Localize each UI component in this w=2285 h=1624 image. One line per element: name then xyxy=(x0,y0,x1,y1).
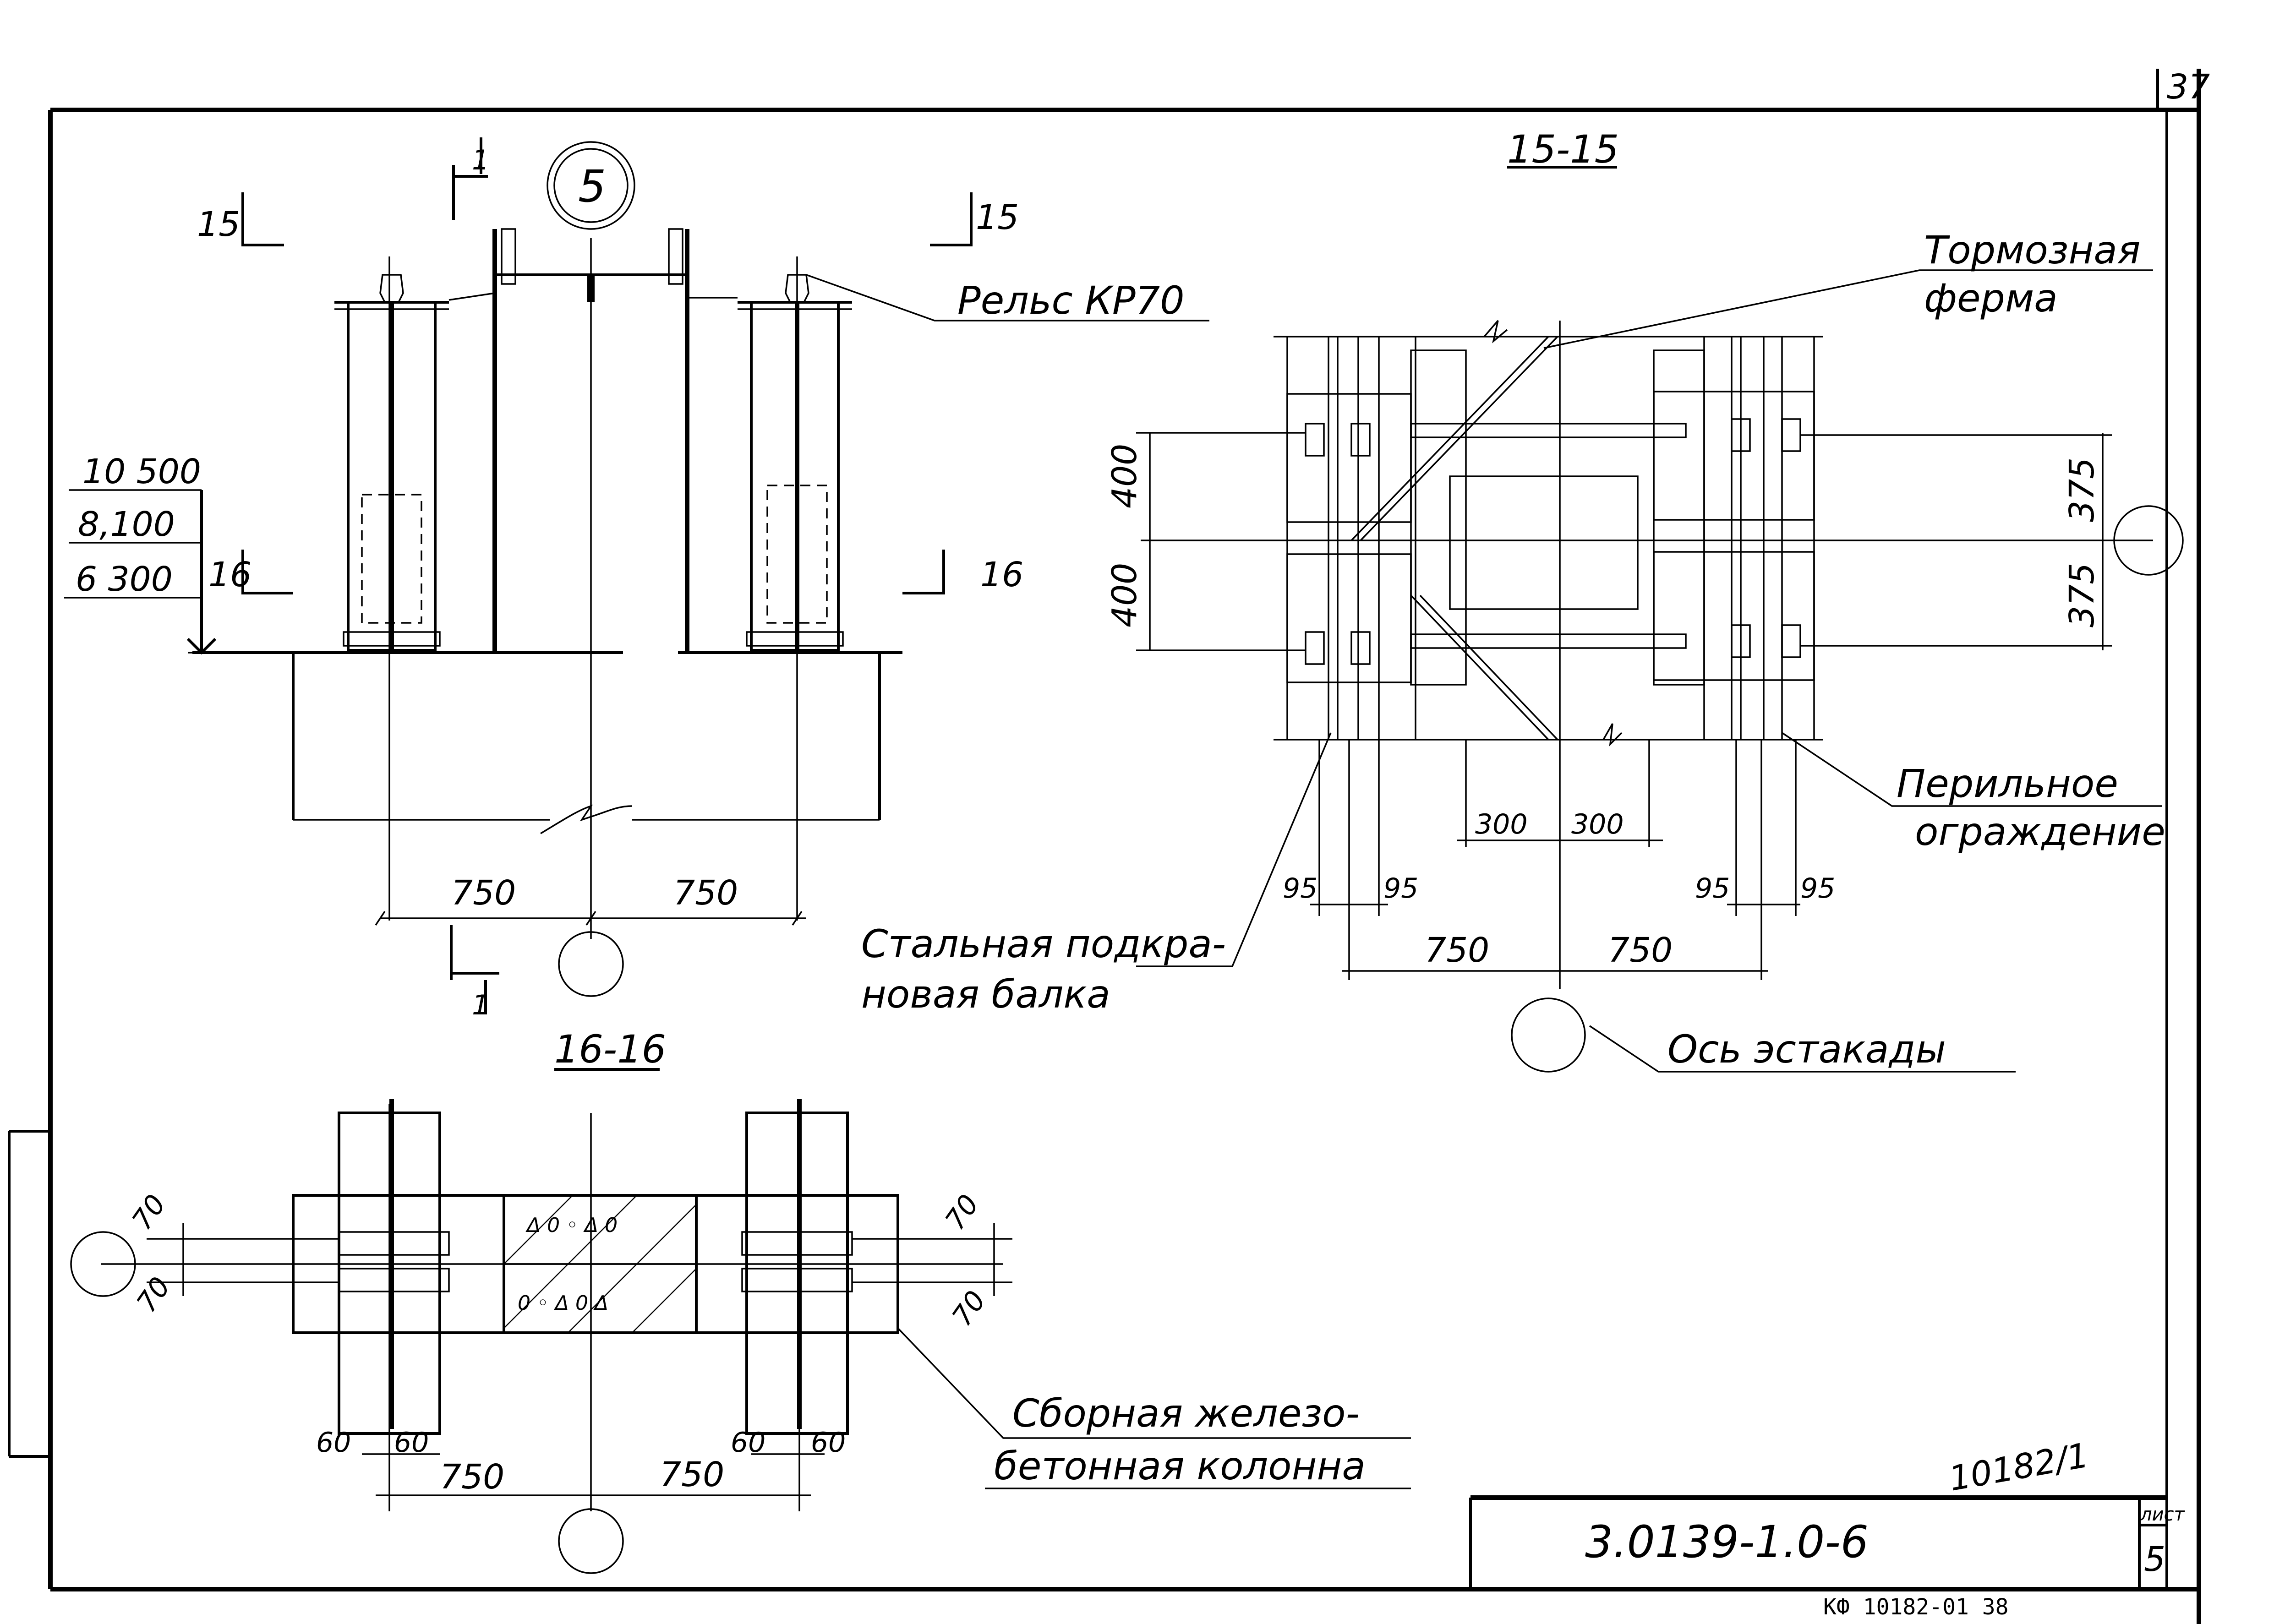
dim-750-right-15: 750 xyxy=(1608,931,1673,970)
drawing-code: 3.0139-1.0-6 xyxy=(1585,1516,1869,1568)
elevation-dim-left: 750 xyxy=(451,873,516,913)
dim-60-1: 60 xyxy=(316,1427,351,1459)
elevation-view xyxy=(64,137,1209,1014)
section-mark-15-right: 15 xyxy=(976,198,1019,237)
callout-railing-2: ограждение xyxy=(1915,809,2165,854)
level-10500: 10 500 xyxy=(82,452,201,491)
section-16-16: Δ 0 ◦ Δ 0 0 ◦ Δ 0 Δ xyxy=(70,1068,1411,1574)
dim-375-lower: 375 xyxy=(2062,563,2102,627)
dim-70-right-bottom: 70 xyxy=(946,1285,992,1332)
dim-95-3: 95 xyxy=(1695,872,1730,905)
dim-750-left-15: 750 xyxy=(1425,931,1489,970)
sheet-number: 5 xyxy=(2144,1540,2165,1579)
node-marker-number: 5 xyxy=(578,161,606,212)
dim-300-left: 300 xyxy=(1475,808,1528,840)
callout-railing-1: Перильное xyxy=(1897,761,2118,806)
archive-note: 10182/1 xyxy=(1946,1436,2092,1499)
page-number-top: 37 xyxy=(2167,67,2210,107)
dim-400-lower: 400 xyxy=(1105,563,1144,627)
dim-400-upper: 400 xyxy=(1105,444,1144,508)
svg-text:Δ 0 ◦ Δ 0: Δ 0 ◦ Δ 0 xyxy=(525,1214,618,1237)
dim-750-left-16: 750 xyxy=(440,1457,504,1497)
callout-column-2: бетонная колонна xyxy=(994,1444,1366,1488)
dim-60-3: 60 xyxy=(731,1427,765,1459)
footer-stamp: КФ 10182-01 38 xyxy=(1823,1594,2009,1620)
section-15-title: 15-15 xyxy=(1507,127,1619,172)
dim-300-right: 300 xyxy=(1571,808,1624,840)
dim-750-right-16: 750 xyxy=(660,1455,724,1494)
dim-60-2: 60 xyxy=(394,1427,429,1459)
dim-70-left-bottom: 70 xyxy=(131,1271,177,1319)
section-mark-16-left: 16 xyxy=(208,555,251,594)
dim-60-4: 60 xyxy=(811,1427,846,1459)
callout-trestle-axis: Ось эстакады xyxy=(1667,1027,1946,1072)
dim-70-left-top: 70 xyxy=(126,1189,172,1236)
callout-crane-beam-2: новая балка xyxy=(861,972,1110,1017)
svg-text:0 ◦ Δ 0 Δ: 0 ◦ Δ 0 Δ xyxy=(518,1292,608,1315)
section-mark-1-bottom: 1 xyxy=(472,989,489,1021)
level-6300: 6 300 xyxy=(76,560,173,599)
dim-70-right-top: 70 xyxy=(939,1189,985,1236)
section-15-15 xyxy=(1136,166,2184,1073)
section-mark-16-right: 16 xyxy=(980,555,1023,594)
dim-95-4: 95 xyxy=(1800,872,1835,905)
dim-375-upper: 375 xyxy=(2062,458,2102,522)
elevation-dim-right: 750 xyxy=(673,873,738,913)
section-mark-15-left: 15 xyxy=(197,205,240,244)
callout-crane-beam-1: Стальная подкра- xyxy=(861,921,1226,966)
callout-rail: Рельс КР70 xyxy=(957,278,1185,323)
level-8100: 8,100 xyxy=(78,505,175,544)
dim-95-2: 95 xyxy=(1383,872,1418,905)
section-mark-1-top: 1 xyxy=(472,144,489,176)
sheet-label: лист xyxy=(2140,1504,2186,1525)
callout-brake-truss-2: ферма xyxy=(1924,276,2058,321)
section-16-title: 16-16 xyxy=(554,1027,666,1072)
title-block xyxy=(1469,1495,2167,1589)
dim-95-1: 95 xyxy=(1283,872,1317,905)
sheet-frame xyxy=(8,69,2201,1624)
callout-column-1: Сборная железо- xyxy=(1012,1391,1360,1436)
callout-brake-truss-1: Тормозная xyxy=(1924,228,2140,272)
